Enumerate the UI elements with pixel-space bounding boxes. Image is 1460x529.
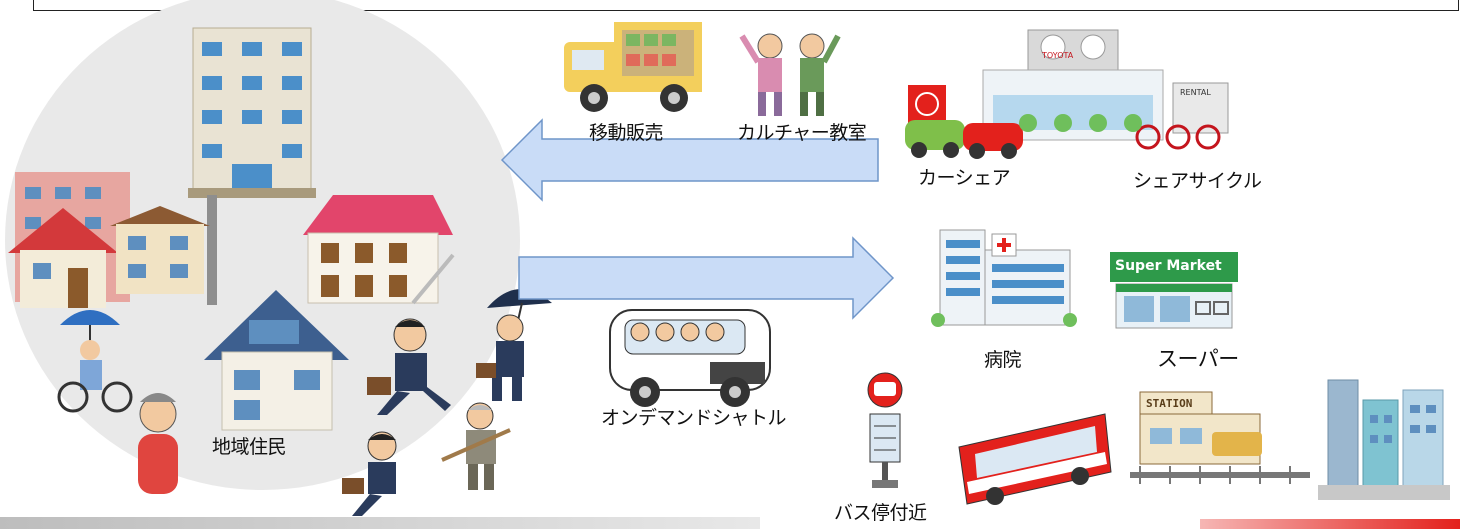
utility-pole (207, 195, 217, 305)
running-man-bottom-illustration (342, 431, 397, 516)
culture-class-label: カルチャー教室 (737, 122, 867, 144)
city-buildings-illustration (1318, 379, 1450, 500)
mobile-sales-truck-illustration (564, 22, 702, 112)
mobile-sales-label: 移動販売 (589, 122, 664, 144)
elderly-man-cane-illustration (441, 402, 511, 490)
red-roof-house-illustration (8, 208, 118, 308)
bottom-gray-bar (0, 517, 760, 529)
supermarket-sign: Super Market (1115, 258, 1222, 274)
blue-roof-house-illustration (204, 290, 349, 431)
toyota-sign: TOYOTA (1042, 51, 1074, 60)
running-businessman-illustration (367, 318, 451, 415)
rental-sign: RENTAL (1180, 88, 1211, 97)
top-frame (33, 0, 1459, 11)
share-cycle-label: シェアサイクル (1133, 170, 1262, 192)
train-station-illustration (1130, 391, 1310, 484)
arrow-services-to-residents (500, 118, 879, 202)
arrow-residents-to-destinations (518, 236, 895, 320)
residents-label: 地域住民 (212, 436, 287, 458)
culture-class-exercise-illustration (739, 33, 841, 116)
supermarket-label: スーパー (1157, 347, 1239, 371)
elderly-woman-illustration (138, 393, 178, 494)
car-share-label: カーシェア (918, 167, 1011, 189)
hospital-illustration (931, 229, 1077, 327)
station-sign: STATION (1146, 397, 1193, 410)
on-demand-shuttle-van-illustration (609, 309, 771, 407)
supermarket-illustration (1110, 252, 1238, 329)
bus-illustration (958, 413, 1112, 505)
cyclist-umbrella-illustration (57, 310, 133, 413)
brown-house-illustration (110, 206, 210, 294)
bus-stop-sign-illustration (867, 372, 903, 488)
on-demand-shuttle-label: オンデマンドシャトル (601, 407, 787, 429)
hospital-label: 病院 (984, 349, 1022, 371)
car-dealer-store-illustration (905, 29, 1229, 159)
apartment-tower-illustration (188, 27, 316, 198)
bus-stop-label: バス停付近 (834, 502, 927, 524)
bottom-red-bar (1200, 519, 1460, 529)
pink-roof-apartment-illustration (303, 195, 455, 305)
